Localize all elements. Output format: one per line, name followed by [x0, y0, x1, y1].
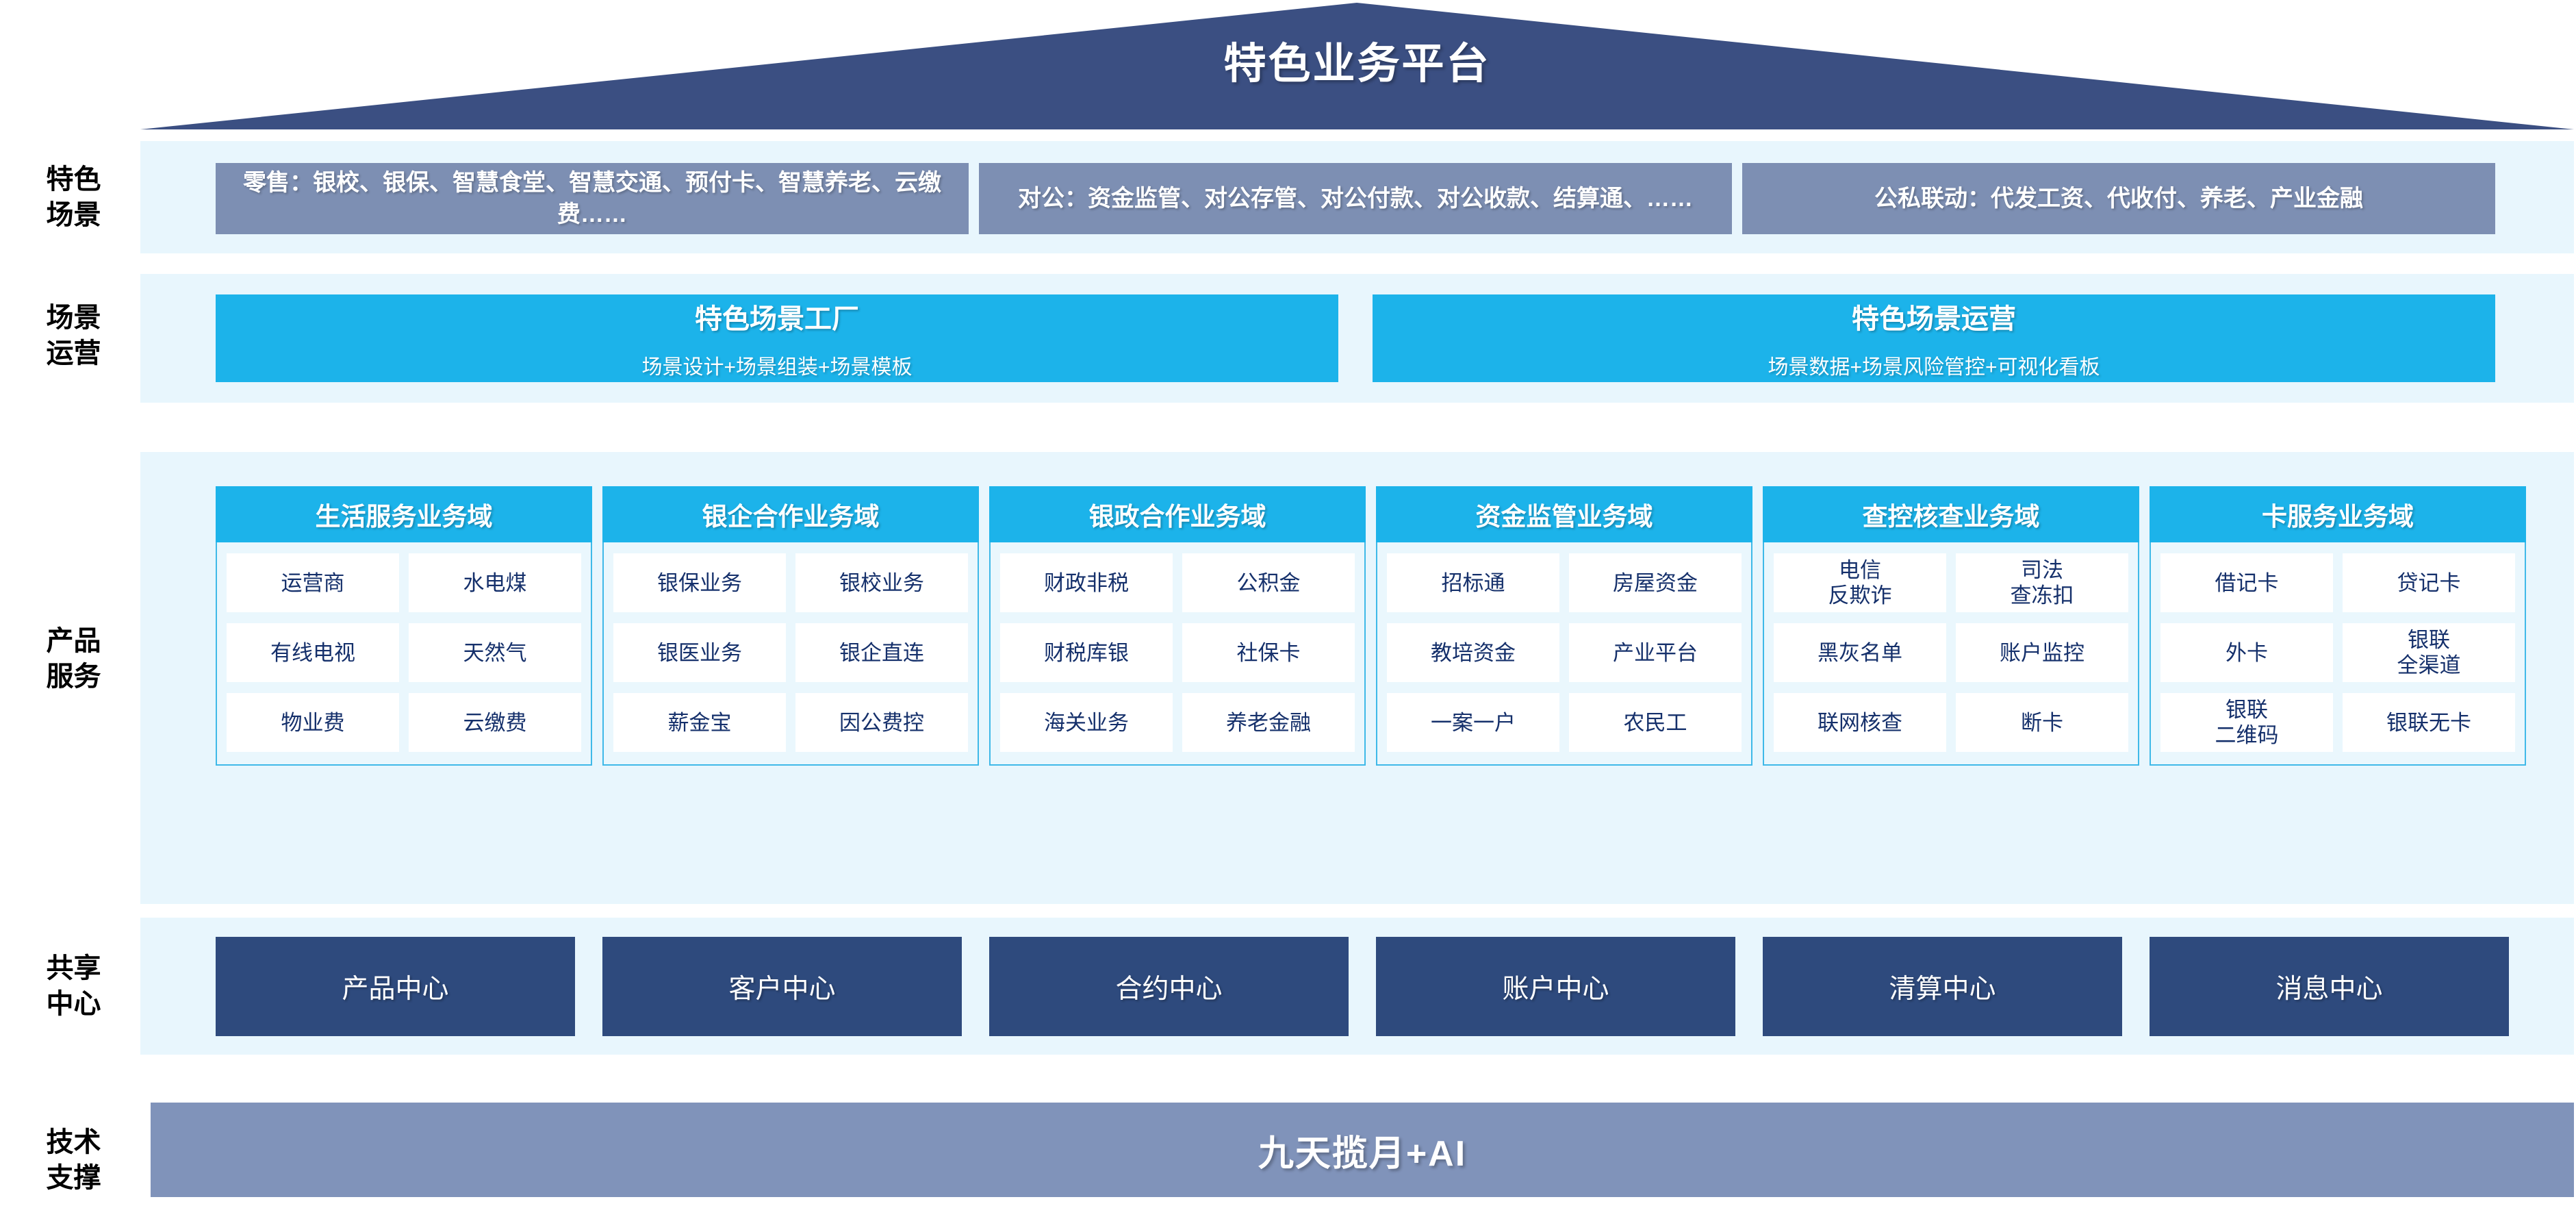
tile[interactable]: 产业平台: [1569, 623, 1742, 682]
tile[interactable]: 外卡: [2160, 623, 2333, 682]
tile[interactable]: 招标通: [1387, 553, 1559, 612]
domain-title-card-service: 卡服务业务域: [2150, 486, 2526, 542]
domain-tiles-bank-government: 财政非税 公积金 财税库银 社保卡 海关业务 养老金融: [989, 542, 1366, 766]
row-label-operations: 场景 运营: [46, 303, 101, 368]
tile[interactable]: 黑灰名单: [1774, 623, 1946, 682]
row-label-products: 产品 服务: [46, 626, 101, 692]
tile[interactable]: 联网核查: [1774, 693, 1946, 752]
domain-column-bank-enterprise[interactable]: 银企合作业务域 银保业务 银校业务 银医业务 银企直连 薪金宝 因公费控: [602, 486, 979, 766]
scene-box-public-private[interactable]: 公私联动：代发工资、代收付、养老、产业金融: [1742, 163, 2495, 234]
tile[interactable]: 农民工: [1569, 693, 1742, 752]
tile[interactable]: 公积金: [1182, 553, 1355, 612]
tile[interactable]: 银联 二维码: [2160, 693, 2333, 752]
tile-row: 财政非税 公积金: [1000, 553, 1355, 612]
tile[interactable]: 财税库银: [1000, 623, 1173, 682]
shared-center-account[interactable]: 账户中心: [1376, 937, 1735, 1036]
roof-shape-icon: [140, 3, 2574, 129]
tile-row: 银保业务 银校业务: [613, 553, 968, 612]
domain-tiles-fund-supervision: 招标通 房屋资金 教培资金 产业平台 一案一户 农民工: [1376, 542, 1752, 766]
row-label-tech: 技术 支撑: [46, 1127, 101, 1193]
domain-tiles-card-service: 借记卡 贷记卡 外卡 银联 全渠道 银联 二维码 银联无卡: [2150, 542, 2526, 766]
scene-box-corporate[interactable]: 对公：资金监管、对公存管、对公付款、对公收款、结算通、……: [979, 163, 1732, 234]
tile-row: 银联 二维码 银联无卡: [2160, 693, 2515, 752]
tile[interactable]: 因公费控: [795, 693, 968, 752]
tile[interactable]: 银企直连: [795, 623, 968, 682]
tile-row: 联网核查 断卡: [1774, 693, 2128, 752]
domain-tiles-life-service: 运营商 水电煤 有线电视 天然气 物业费 云缴费: [216, 542, 592, 766]
tile[interactable]: 银联无卡: [2343, 693, 2515, 752]
domain-tiles-bank-enterprise: 银保业务 银校业务 银医业务 银企直连 薪金宝 因公费控: [602, 542, 979, 766]
tile-row: 黑灰名单 账户监控: [1774, 623, 2128, 682]
tile[interactable]: 房屋资金: [1569, 553, 1742, 612]
tile[interactable]: 养老金融: [1182, 693, 1355, 752]
tile-row: 招标通 房屋资金: [1387, 553, 1742, 612]
domain-title-bank-enterprise: 银企合作业务域: [602, 486, 979, 542]
domain-tiles-investigation: 电信 反欺诈 司法 查冻扣 黑灰名单 账户监控 联网核查 断卡: [1763, 542, 2139, 766]
tile-row: 银医业务 银企直连: [613, 623, 968, 682]
page-title: 特色业务平台: [1223, 40, 1491, 88]
domain-title-fund-supervision: 资金监管业务域: [1376, 486, 1752, 542]
tile-row: 财税库银 社保卡: [1000, 623, 1355, 682]
tile[interactable]: 借记卡: [2160, 553, 2333, 612]
shared-center-contract[interactable]: 合约中心: [989, 937, 1349, 1036]
tile-row: 外卡 银联 全渠道: [2160, 623, 2515, 682]
ops-factory-title: 特色场景工厂: [695, 304, 859, 334]
ops-operation-title: 特色场景运营: [1852, 304, 2016, 334]
domain-column-life-service[interactable]: 生活服务业务域 运营商 水电煤 有线电视 天然气 物业费 云缴费: [216, 486, 592, 766]
tile-row: 物业费 云缴费: [227, 693, 581, 752]
tile[interactable]: 天然气: [409, 623, 581, 682]
tile[interactable]: 有线电视: [227, 623, 399, 682]
tile[interactable]: 水电煤: [409, 553, 581, 612]
tile[interactable]: 运营商: [227, 553, 399, 612]
tile[interactable]: 贷记卡: [2343, 553, 2515, 612]
tile[interactable]: 电信 反欺诈: [1774, 553, 1946, 612]
tile[interactable]: 银联 全渠道: [2343, 623, 2515, 682]
tile[interactable]: 银医业务: [613, 623, 786, 682]
shared-center-product[interactable]: 产品中心: [216, 937, 575, 1036]
tile[interactable]: 物业费: [227, 693, 399, 752]
tile-row: 一案一户 农民工: [1387, 693, 1742, 752]
scene-box-retail[interactable]: 零售：银校、银保、智慧食堂、智慧交通、预付卡、智慧养老、云缴费……: [216, 163, 969, 234]
domain-column-fund-supervision[interactable]: 资金监管业务域 招标通 房屋资金 教培资金 产业平台 一案一户 农民工: [1376, 486, 1752, 766]
domain-title-investigation: 查控核查业务域: [1763, 486, 2139, 542]
shared-center-message[interactable]: 消息中心: [2150, 937, 2509, 1036]
tile[interactable]: 一案一户: [1387, 693, 1559, 752]
domain-title-life-service: 生活服务业务域: [216, 486, 592, 542]
domain-column-card-service[interactable]: 卡服务业务域 借记卡 贷记卡 外卡 银联 全渠道 银联 二维码 银联无卡: [2150, 486, 2526, 766]
tile-row: 电信 反欺诈 司法 查冻扣: [1774, 553, 2128, 612]
domain-column-investigation[interactable]: 查控核查业务域 电信 反欺诈 司法 查冻扣 黑灰名单 账户监控 联网核查 断卡: [1763, 486, 2139, 766]
row-label-scenes: 特色 场景: [46, 164, 101, 230]
tile[interactable]: 账户监控: [1956, 623, 2128, 682]
tile-row: 薪金宝 因公费控: [613, 693, 968, 752]
tile-row: 教培资金 产业平台: [1387, 623, 1742, 682]
tile-row: 借记卡 贷记卡: [2160, 553, 2515, 612]
platform-roof-banner: 特色业务平台: [140, 3, 2574, 129]
tile-row: 运营商 水电煤: [227, 553, 581, 612]
tile[interactable]: 海关业务: [1000, 693, 1173, 752]
shared-center-customer[interactable]: 客户中心: [602, 937, 962, 1036]
tile[interactable]: 社保卡: [1182, 623, 1355, 682]
domain-title-bank-government: 银政合作业务域: [989, 486, 1366, 542]
tech-support-bar[interactable]: 九天揽月+AI: [151, 1103, 2574, 1197]
tile-row: 海关业务 养老金融: [1000, 693, 1355, 752]
domain-column-bank-government[interactable]: 银政合作业务域 财政非税 公积金 财税库银 社保卡 海关业务 养老金融: [989, 486, 1366, 766]
ops-operation-subtitle: 场景数据+场景风险管控+可视化看板: [1768, 356, 2100, 379]
shared-center-settlement[interactable]: 清算中心: [1763, 937, 2122, 1036]
tile[interactable]: 薪金宝: [613, 693, 786, 752]
tile[interactable]: 云缴费: [409, 693, 581, 752]
tile[interactable]: 教培资金: [1387, 623, 1559, 682]
tile[interactable]: 断卡: [1956, 693, 2128, 752]
ops-box-scene-operation[interactable]: 特色场景运营 场景数据+场景风险管控+可视化看板: [1373, 294, 2495, 382]
tile[interactable]: 财政非税: [1000, 553, 1173, 612]
ops-box-scene-factory[interactable]: 特色场景工厂 场景设计+场景组装+场景模板: [216, 294, 1338, 382]
tile[interactable]: 银校业务: [795, 553, 968, 612]
tile[interactable]: 司法 查冻扣: [1956, 553, 2128, 612]
tile-row: 有线电视 天然气: [227, 623, 581, 682]
tile[interactable]: 银保业务: [613, 553, 786, 612]
row-label-shared: 共享 中心: [46, 953, 101, 1019]
ops-factory-subtitle: 场景设计+场景组装+场景模板: [641, 356, 913, 379]
